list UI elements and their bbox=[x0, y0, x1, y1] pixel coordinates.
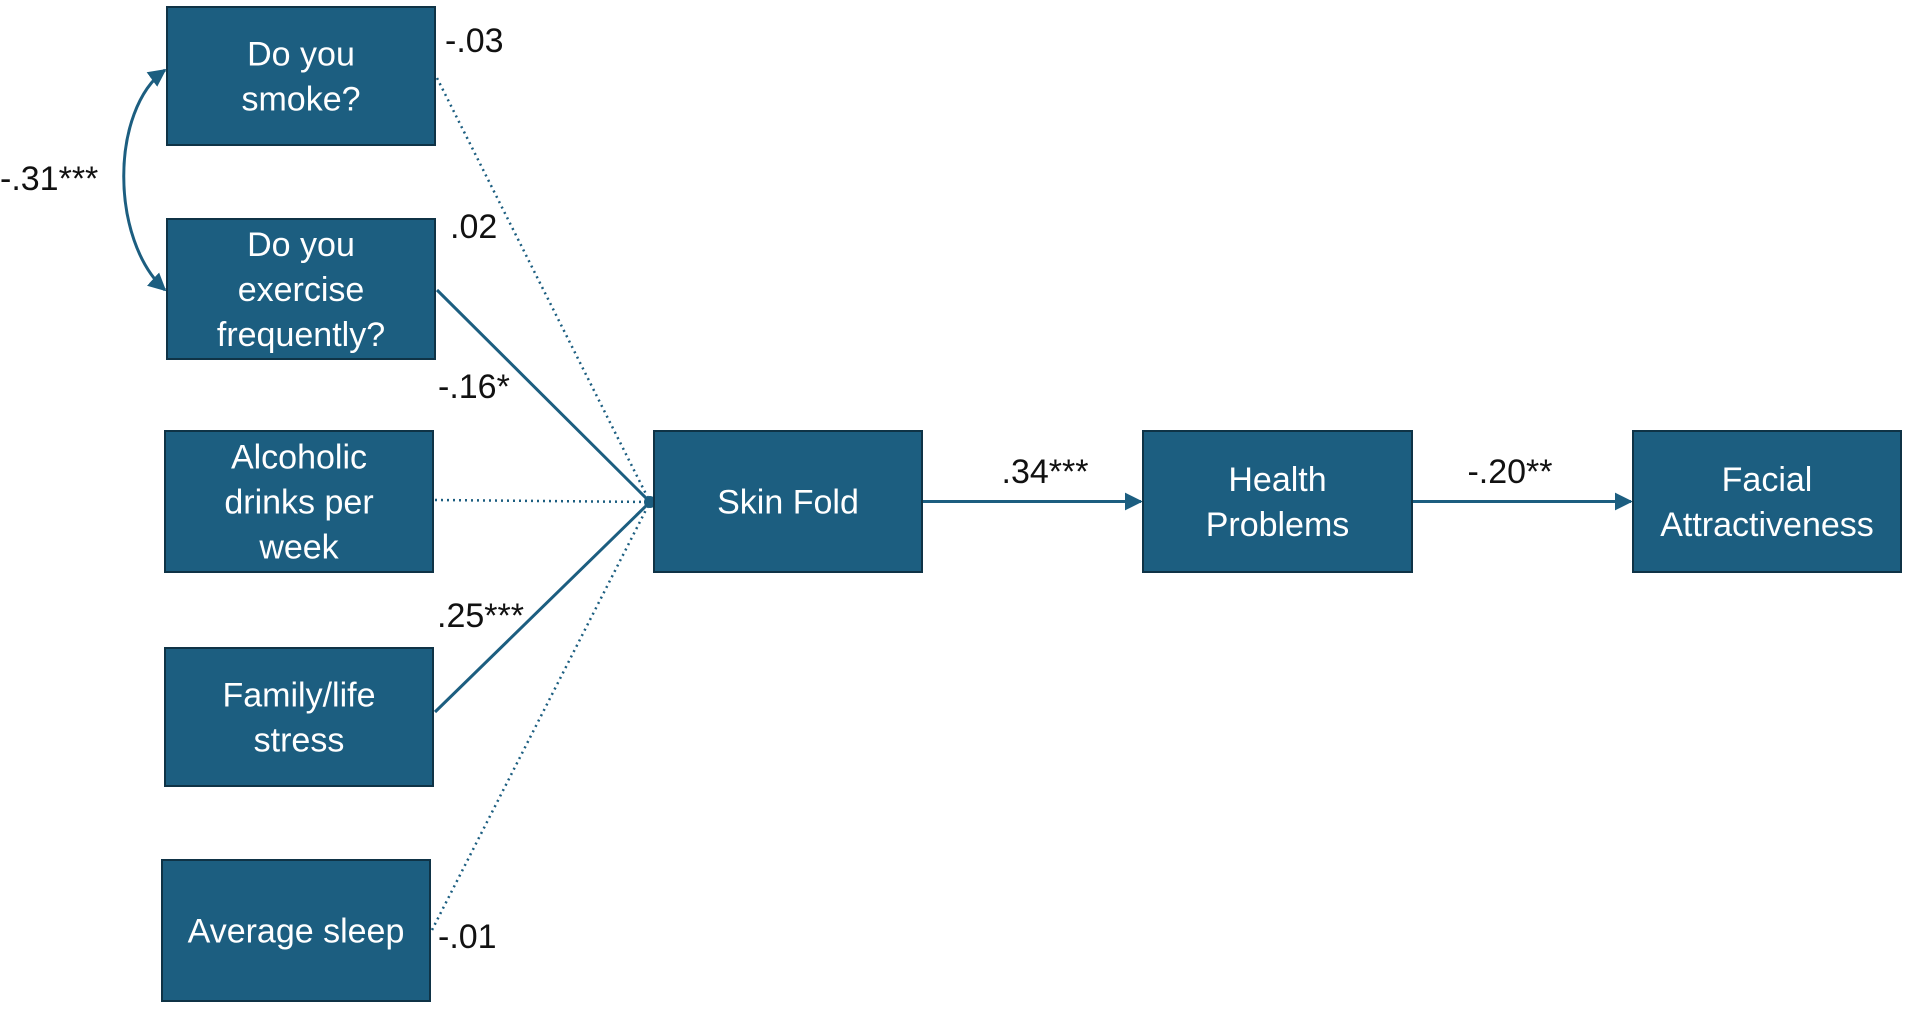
node-label-exercise-line-2: frequently? bbox=[217, 316, 385, 354]
coef-smoke-skinfold: -.03 bbox=[445, 22, 504, 60]
node-label-stress-line-0: Family/life bbox=[222, 677, 375, 715]
coef-health-facial: -.20** bbox=[1467, 453, 1552, 491]
coef-stress-skinfold: .25*** bbox=[437, 597, 524, 635]
node-label-smoke-line-1: smoke? bbox=[241, 81, 360, 119]
path-sleep-to-skinfold bbox=[430, 501, 652, 931]
node-box-exercise bbox=[166, 218, 436, 360]
node-stress: Family/life stress bbox=[164, 647, 434, 787]
node-skinfold: Skin Fold bbox=[653, 430, 923, 573]
node-label-skinfold-line-0: Skin Fold bbox=[717, 484, 859, 522]
coef-alcohol-skinfold: .02 bbox=[450, 208, 497, 246]
node-box-sleep bbox=[161, 859, 431, 1002]
node-sleep: Average sleep bbox=[161, 859, 431, 1002]
node-label-health-line-1: Problems bbox=[1206, 506, 1350, 544]
coef-smoke-exercise-correlation: -.31*** bbox=[0, 160, 98, 198]
path-exercise-to-skinfold bbox=[435, 288, 652, 504]
node-box-facial bbox=[1632, 430, 1902, 573]
node-label-facial-line-1: Attractiveness bbox=[1660, 506, 1874, 544]
path-alcohol-to-skinfold bbox=[434, 498, 651, 504]
node-box-alcohol bbox=[164, 430, 434, 573]
node-smoke: Do you smoke? bbox=[166, 6, 436, 146]
node-box-health bbox=[1142, 430, 1413, 573]
coef-exercise-skinfold: -.16* bbox=[438, 368, 510, 406]
correlation-smoke-exercise bbox=[122, 68, 167, 292]
node-label-facial-line-0: Facial bbox=[1722, 461, 1813, 499]
node-label-exercise-line-1: exercise bbox=[238, 271, 365, 309]
node-label-alcohol-line-0: Alcoholic bbox=[231, 439, 367, 477]
node-box-smoke bbox=[166, 6, 436, 146]
path-stress-to-skinfold bbox=[433, 500, 652, 714]
nodes-layer: Do you smoke? Do you exercise frequently? Alc… bbox=[161, 6, 1902, 1002]
node-alcohol: Alcoholic drinks per week bbox=[164, 430, 434, 573]
node-box-stress bbox=[164, 647, 434, 787]
node-label-stress-line-1: stress bbox=[254, 722, 345, 760]
node-exercise: Do you exercise frequently? bbox=[166, 218, 436, 360]
node-label-exercise-line-0: Do you bbox=[247, 226, 355, 264]
coef-skinfold-health: .34*** bbox=[1002, 453, 1089, 491]
node-label-health-line-0: Health bbox=[1228, 461, 1326, 499]
edges-layer bbox=[122, 68, 1633, 931]
node-box-skinfold bbox=[653, 430, 923, 573]
path-smoke-to-skinfold bbox=[435, 77, 652, 503]
node-label-alcohol-line-2: week bbox=[258, 529, 339, 567]
node-label-smoke-line-0: Do you bbox=[247, 36, 355, 74]
node-label-sleep-line-0: Average sleep bbox=[188, 913, 405, 951]
coef-sleep-skinfold: -.01 bbox=[438, 918, 497, 956]
node-label-alcohol-line-1: drinks per bbox=[224, 484, 373, 522]
